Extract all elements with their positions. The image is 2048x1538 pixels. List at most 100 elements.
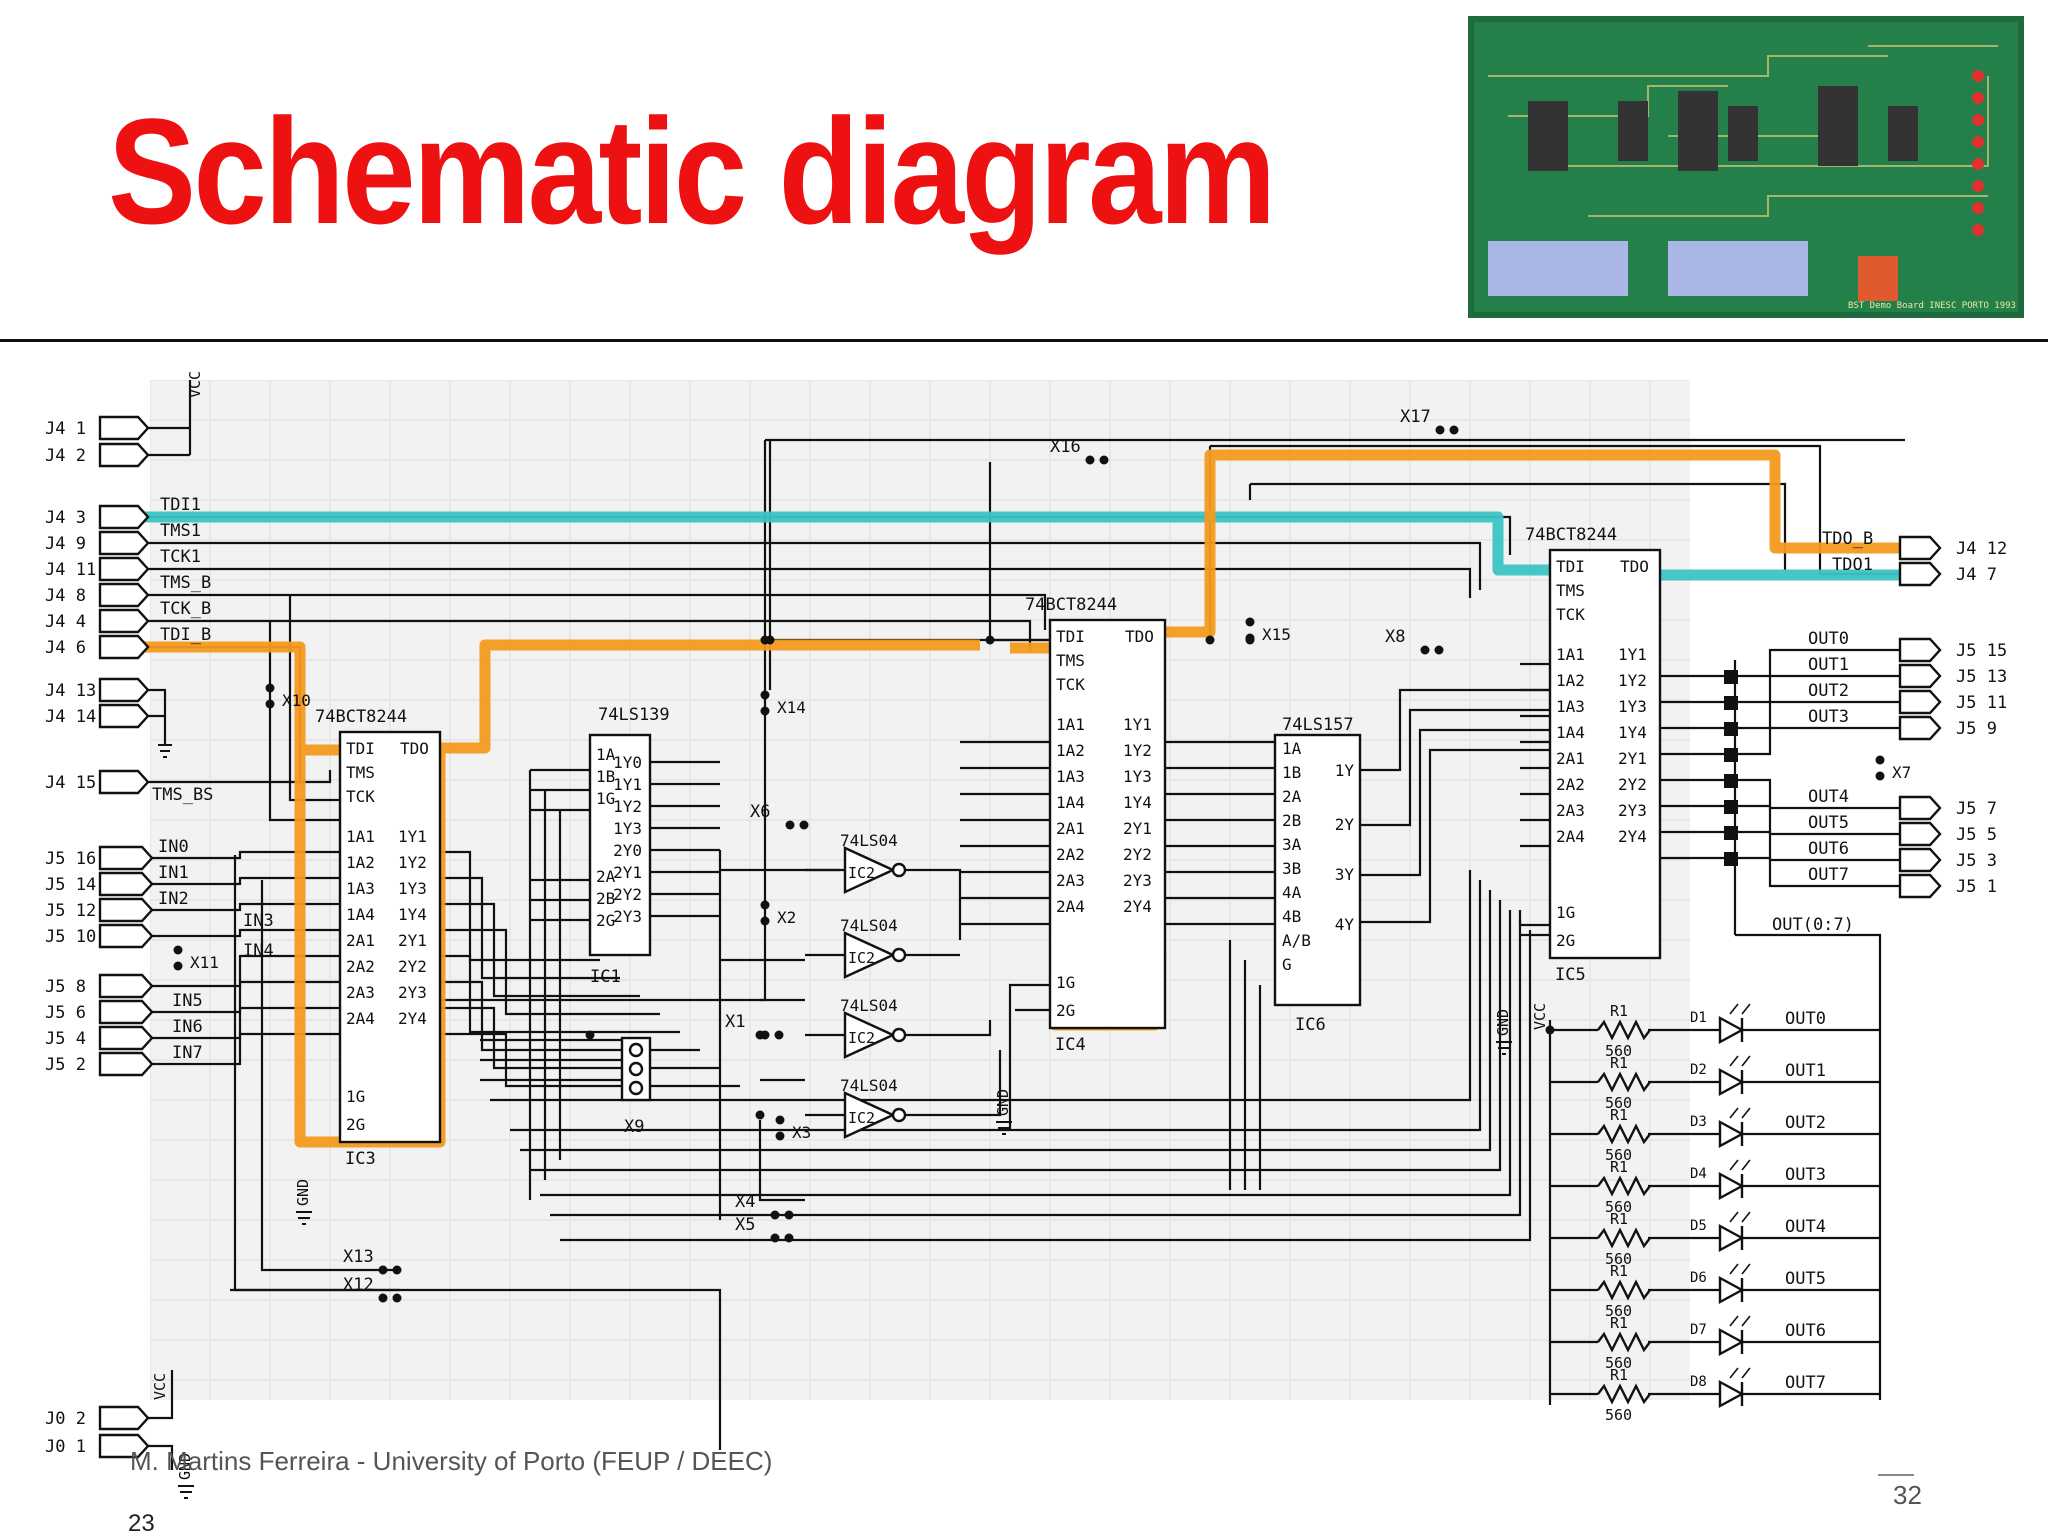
chip-pin-label: TMS xyxy=(346,763,375,782)
input-label: IN1 xyxy=(158,863,189,883)
connector-label: J5 1 xyxy=(1956,877,1997,897)
junction-dot xyxy=(1205,635,1215,645)
gnd-symbol xyxy=(1496,1041,1512,1055)
signal-label: TCK_B xyxy=(160,599,211,619)
wire xyxy=(152,1006,340,1040)
jumper-x5-pin xyxy=(784,1233,794,1243)
led-label: D3 xyxy=(1690,1114,1707,1130)
junction-block xyxy=(1724,696,1738,710)
wire xyxy=(1228,940,1262,1190)
chip-pin-label: 1Y3 xyxy=(613,819,642,838)
connector-j5-16 xyxy=(98,845,154,871)
chip-pin-label: 2Y1 xyxy=(398,931,427,950)
led-diode xyxy=(1718,1067,1745,1097)
junction-dot xyxy=(1245,635,1255,645)
led-diode xyxy=(1718,1015,1745,1045)
chip-pin-label: TDI xyxy=(1556,557,1585,576)
chip-pin-label: 2A xyxy=(1282,787,1302,806)
jumper-label: X7 xyxy=(1892,763,1911,782)
out-bus-label: OUT(0:7) xyxy=(1772,915,1854,935)
led-diode xyxy=(1718,1119,1745,1149)
connector-j5-10 xyxy=(98,923,154,949)
chip-pin-label: TDO xyxy=(1620,557,1649,576)
led-label: D5 xyxy=(1690,1218,1707,1234)
connector-label: J4 9 xyxy=(45,534,86,554)
jumper-x3-pin xyxy=(775,1115,785,1125)
chip-pin-label: 2A4 xyxy=(346,1009,375,1028)
out-label: OUT7 xyxy=(1808,865,1849,885)
signal-label: TMS_B xyxy=(160,573,211,593)
led-arrows xyxy=(1729,1263,1751,1275)
chip-pin-label: 1Y1 xyxy=(1123,715,1152,734)
chip-name-label: IC6 xyxy=(1295,1015,1326,1035)
jumper-x17-pin xyxy=(1435,425,1445,435)
connector-label: J5 4 xyxy=(45,1029,86,1049)
connector-j5-14 xyxy=(98,871,154,897)
connector-label: J4 13 xyxy=(45,681,96,701)
connector-j4-13 xyxy=(98,677,150,703)
chip-pin-label: G xyxy=(1282,955,1292,974)
jumper-x2-pin xyxy=(760,900,770,910)
jumper-x14-pin xyxy=(760,690,770,700)
jumper-x15-pin xyxy=(1245,617,1255,627)
chip-pin-label: 1G xyxy=(1556,903,1575,922)
connector-j5-1 xyxy=(1898,873,1942,899)
chip-pin-label: 1A3 xyxy=(1556,697,1585,716)
connector-j5-8 xyxy=(98,973,154,999)
wire xyxy=(152,876,340,886)
jumper-x6-pin xyxy=(785,820,795,830)
connector-label: J4 7 xyxy=(1956,565,1997,585)
resistor-r1 xyxy=(1597,1279,1651,1301)
connector-label: J5 9 xyxy=(1956,719,1997,739)
connector-j5-12 xyxy=(98,897,154,923)
led-label: D2 xyxy=(1690,1062,1707,1078)
chip-pin-label: 1A2 xyxy=(1056,741,1085,760)
junction-dot xyxy=(765,635,775,645)
chip-pin-label: TCK xyxy=(1056,675,1085,694)
chip-part-label: 74LS04 xyxy=(840,996,898,1015)
chip-pin-label: 2A3 xyxy=(1556,801,1585,820)
chip-ic1 xyxy=(588,733,652,957)
junction-dot xyxy=(585,1030,595,1040)
wire xyxy=(718,850,840,1220)
chip-pin-label: 2B xyxy=(596,889,615,908)
jumper-label: X16 xyxy=(1050,437,1081,457)
inverter-ic2 xyxy=(843,846,896,894)
page-number-rule xyxy=(1878,1474,1914,1476)
out-label: OUT3 xyxy=(1785,1165,1826,1185)
chip-pin-label: 2Y3 xyxy=(1123,871,1152,890)
chip-pin-label: 4A xyxy=(1282,883,1302,902)
wire xyxy=(152,954,340,988)
jumper-x9-pin xyxy=(628,1061,644,1077)
wire xyxy=(148,688,167,745)
chip-pin-label: 2Y4 xyxy=(1123,897,1152,916)
chip-pin-label: 4Y xyxy=(1335,915,1355,934)
resistor-r1 xyxy=(1597,1227,1651,1249)
wire xyxy=(148,1370,174,1470)
gnd-symbol xyxy=(996,1121,1012,1135)
connector-j4-3 xyxy=(98,504,150,530)
chip-pin-label: 1A4 xyxy=(346,905,375,924)
resistor-r1 xyxy=(1597,1019,1651,1041)
resistor-value: 560 xyxy=(1605,1302,1632,1320)
connector-label: J5 7 xyxy=(1956,799,1997,819)
jumper-label: X1 xyxy=(725,1012,745,1032)
chip-pin-label: 1A3 xyxy=(346,879,375,898)
wire xyxy=(152,1032,340,1066)
resistor-r1 xyxy=(1597,1175,1651,1197)
connector-label: J4 14 xyxy=(45,707,96,727)
wire xyxy=(1735,648,1900,678)
chip-pin-label: 2G xyxy=(346,1115,365,1134)
jumper-x9-pin xyxy=(628,1080,644,1096)
chip-pin-label: 2A3 xyxy=(346,983,375,1002)
jumper-label: X10 xyxy=(282,691,311,710)
slide-title: Schematic diagram xyxy=(108,87,1276,255)
inverter-bubble xyxy=(891,862,907,878)
chip-name-label: IC2 xyxy=(848,1029,875,1047)
led-arrows xyxy=(1729,1107,1751,1119)
connector-label: J4 15 xyxy=(45,773,96,793)
input-label: IN3 xyxy=(243,911,274,931)
chip-pin-label: A/B xyxy=(1282,931,1311,950)
connector-j4-8 xyxy=(98,582,150,608)
chip-pin-label: 2A xyxy=(596,867,616,886)
